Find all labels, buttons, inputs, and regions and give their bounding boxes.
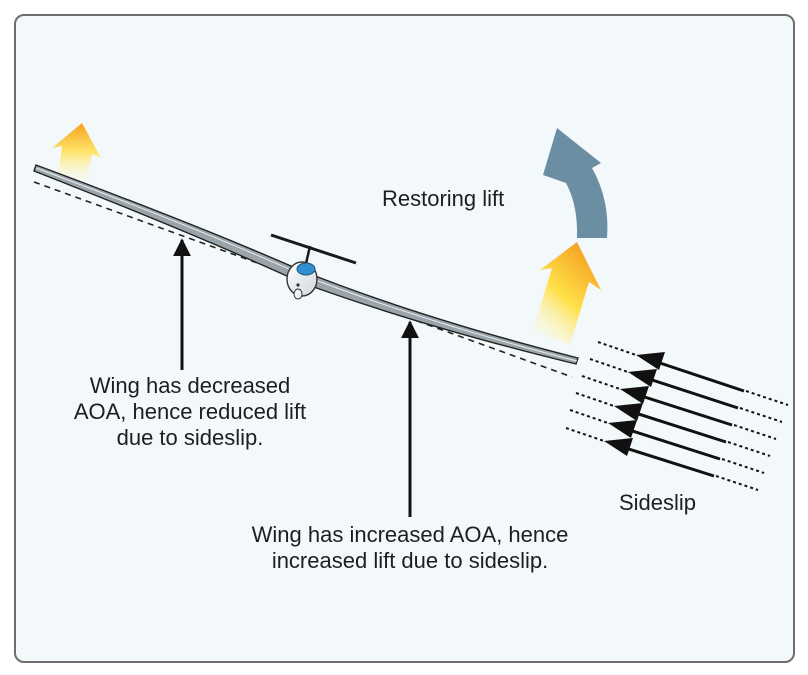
decreased-aoa-line2: AOA, hence reduced lift — [73, 399, 307, 424]
diagram-frame — [14, 14, 795, 663]
sideslip-airflow-arrows — [565, 341, 789, 491]
reduced-lift-arrow — [52, 123, 101, 180]
sideslip-label: Sideslip — [619, 490, 697, 515]
restoring-lift-arrow — [543, 128, 608, 238]
increased-lift-arrow — [533, 242, 601, 345]
restoring-lift-label: Restoring lift — [382, 186, 505, 211]
glider-fuselage — [286, 261, 318, 300]
airflow-arrow — [589, 358, 783, 423]
decreased-aoa-line1: Wing has decreased — [89, 373, 291, 398]
airflow-arrow — [575, 392, 771, 457]
airflow-arrow — [581, 375, 777, 440]
increased-aoa-line1: Wing has increased AOA, hence — [251, 522, 569, 547]
airflow-arrow — [565, 427, 759, 491]
airflow-arrow — [569, 409, 765, 474]
airflow-arrow — [597, 341, 789, 406]
increased-aoa-line2: increased lift due to sideslip. — [271, 548, 549, 573]
decreased-aoa-label: Wing has decreased AOA, hence reduced li… — [40, 373, 340, 451]
decreased-aoa-line3: due to sideslip. — [116, 425, 264, 450]
increased-aoa-label: Wing has increased AOA, hence increased … — [205, 522, 615, 574]
